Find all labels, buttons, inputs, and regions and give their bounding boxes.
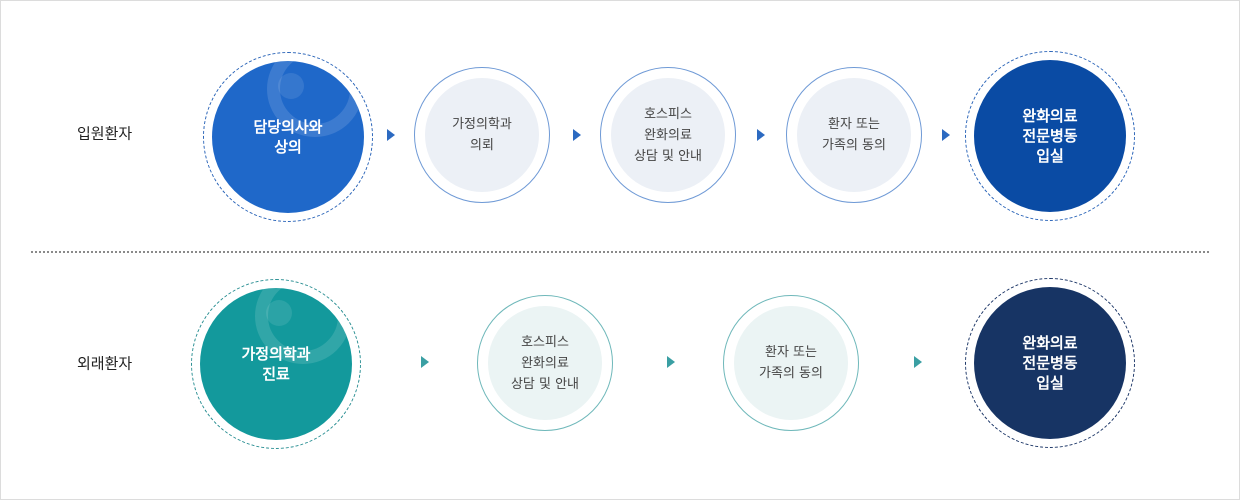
step-text: 환자 또는 가족의 동의 bbox=[759, 345, 823, 381]
step-text: 환자 또는 가족의 동의 bbox=[822, 117, 886, 153]
flow-arrow-icon bbox=[757, 129, 765, 141]
decorative-dot-icon bbox=[266, 300, 292, 326]
step-node-family-medicine-referral: 가정의학과 의뢰 bbox=[414, 67, 550, 203]
step-text: 가정의학과 의뢰 bbox=[452, 117, 512, 153]
step-node-palliative-ward-admission: 완화의료 전문병동 입실 bbox=[965, 51, 1135, 221]
flow-arrow-icon bbox=[387, 129, 395, 141]
step-node-palliative-ward-admission: 완화의료 전문병동 입실 bbox=[965, 278, 1135, 448]
step-disc: 가정의학과 진료 bbox=[200, 288, 352, 440]
step-text: 담당의사와 상의 bbox=[253, 118, 323, 156]
step-text: 완화의료 전문병동 입실 bbox=[1022, 334, 1078, 392]
row-label-outpatient: 외래환자 bbox=[77, 354, 133, 373]
step-text: 호스피스 완화의료 상담 및 안내 bbox=[633, 106, 703, 164]
step-node-consent: 환자 또는 가족의 동의 bbox=[786, 67, 922, 203]
decorative-dot-icon bbox=[278, 73, 304, 99]
flow-arrow-icon bbox=[914, 356, 922, 368]
step-disc: 호스피스 완화의료 상담 및 안내 bbox=[488, 306, 602, 420]
flow-arrow-icon bbox=[421, 356, 429, 368]
step-node-consult-doctor: 담당의사와 상의 bbox=[203, 52, 373, 222]
step-text: 호스피스 완화의료 상담 및 안내 bbox=[510, 334, 580, 392]
step-text: 가정의학과 진료 bbox=[241, 345, 311, 383]
flow-arrow-icon bbox=[573, 129, 581, 141]
step-disc: 가정의학과 의뢰 bbox=[425, 78, 539, 192]
row-divider bbox=[31, 251, 1209, 253]
step-node-hospice-consultation: 호스피스 완화의료 상담 및 안내 bbox=[600, 67, 736, 203]
flow-arrow-icon bbox=[942, 129, 950, 141]
step-disc: 완화의료 전문병동 입실 bbox=[974, 287, 1126, 439]
step-node-family-medicine-visit: 가정의학과 진료 bbox=[191, 279, 361, 449]
step-node-consent: 환자 또는 가족의 동의 bbox=[723, 295, 859, 431]
step-disc: 호스피스 완화의료 상담 및 안내 bbox=[611, 78, 725, 192]
step-disc: 환자 또는 가족의 동의 bbox=[797, 78, 911, 192]
step-disc: 담당의사와 상의 bbox=[212, 61, 364, 213]
flow-arrow-icon bbox=[667, 356, 675, 368]
step-disc: 완화의료 전문병동 입실 bbox=[974, 60, 1126, 212]
step-node-hospice-consultation: 호스피스 완화의료 상담 및 안내 bbox=[477, 295, 613, 431]
step-text: 완화의료 전문병동 입실 bbox=[1022, 107, 1078, 165]
row-label-inpatient: 입원환자 bbox=[77, 124, 133, 143]
step-disc: 환자 또는 가족의 동의 bbox=[734, 306, 848, 420]
